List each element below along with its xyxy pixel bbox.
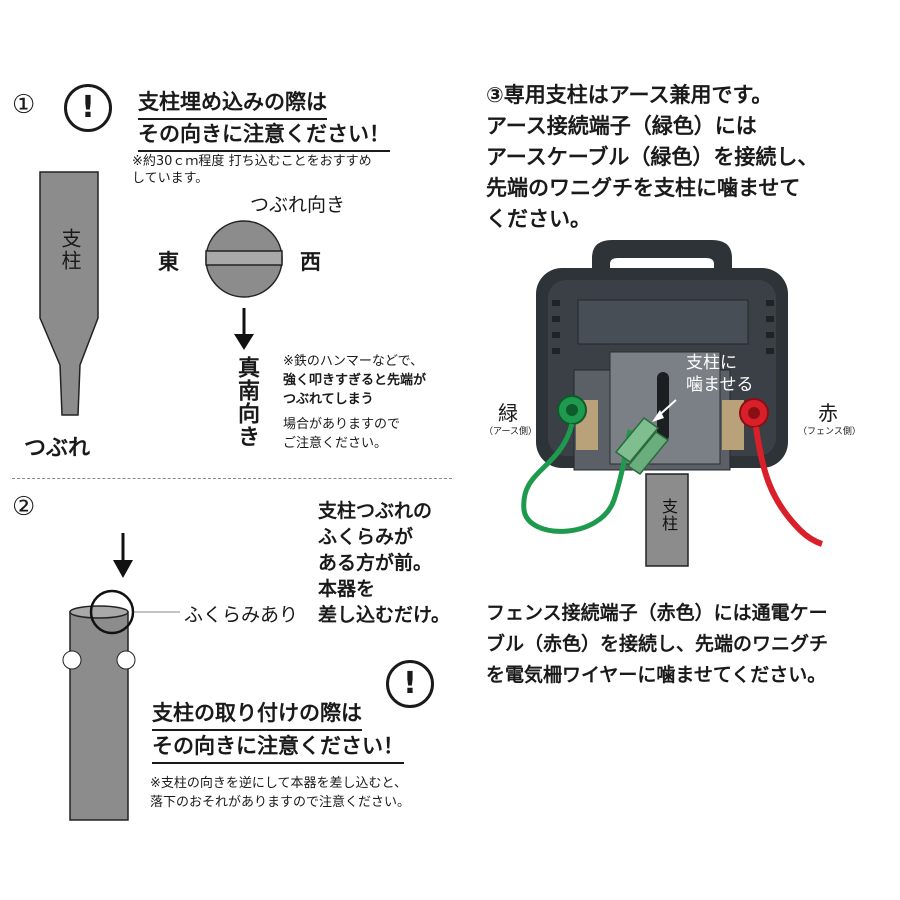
post-slot [657, 372, 669, 442]
section1-note-line2: しています。 [132, 171, 209, 186]
hammer-note-line1: ※鉄のハンマーなどで、 [283, 354, 424, 369]
device-post-label: 支柱 [659, 498, 678, 532]
bulge-highlight-circle [89, 589, 135, 635]
fence-line2: ブル（赤色）を接続し、先端のワニグチ [486, 633, 829, 655]
south-direction-label: 真南向き [234, 356, 259, 448]
fence-line3: を電気柵ワイヤーに噛ませてください。 [486, 664, 827, 686]
post-shape [39, 171, 99, 416]
clip-callout-line2: 噛ませる [686, 375, 754, 395]
post-hole-right [116, 650, 136, 670]
section1-heading-line1: 支柱埋め込みの際は [138, 86, 327, 120]
section1-note-line1: ※約30ｃｍ程度 打ち込むことをおすすめ [132, 154, 372, 169]
fence-terminal-core [748, 407, 760, 419]
west-label: 西 [300, 250, 321, 274]
clip-callout: 支柱に 噛ませる [686, 352, 754, 396]
front-line5: 差し込むだけ。 [318, 604, 451, 626]
earth-cable [521, 423, 633, 534]
warning-icon: ! [386, 660, 434, 708]
post-in-device [645, 473, 689, 567]
hammer-note-line5: ご注意ください。 [283, 436, 388, 451]
section2-note-line1: ※支柱の向きを逆にして本器を差し込むと、 [150, 776, 407, 791]
device-vents [552, 300, 774, 354]
south-arrow-head [234, 334, 254, 350]
post-label: 支柱 [58, 228, 82, 272]
front-line4: 本器を [318, 578, 376, 600]
front-line3: ある方が前。 [318, 552, 433, 574]
clip-pointer-head [652, 410, 664, 422]
section3-line3: アースケーブル（緑色）を接続し、 [486, 145, 819, 169]
post-top [69, 605, 129, 619]
red-label: 赤 [818, 401, 838, 425]
red-sublabel: （フェンス側） [798, 427, 861, 437]
east-label: 東 [158, 250, 179, 274]
bracket-side-right [722, 400, 744, 450]
device-top-plate [577, 299, 749, 345]
green-sublabel: （アース側） [484, 427, 538, 437]
alligator-clip [614, 416, 670, 476]
section3-line1: ③専用支柱はアース兼用です。 [486, 83, 773, 107]
section-divider [12, 478, 452, 479]
fence-line1: フェンス接続端子（赤色）には通電ケー [486, 602, 828, 624]
section2-heading-line1: 支柱の取り付けの際は [152, 697, 362, 731]
section3-instructions: ③専用支柱はアース兼用です。 アース接続端子（緑色）には アースケーブル（緑色）… [486, 80, 818, 235]
post-body [69, 611, 129, 821]
hammer-note-line2: 強く叩きすぎると先端が [283, 373, 427, 388]
front-line1: 支柱つぶれの [318, 500, 433, 522]
front-line2: ふくらみが [318, 526, 414, 548]
section3-line5: ください。 [486, 207, 591, 231]
crushed-tip-label: つぶれ [24, 436, 91, 461]
warning-icon: ! [64, 84, 112, 132]
hammer-note-line4: 場合がありますので [283, 417, 401, 432]
section2-heading-line2: その向きに注意ください！ [152, 730, 404, 764]
earth-terminal-core [566, 404, 578, 416]
insert-arrow-head [113, 560, 133, 578]
post-hole-left [62, 650, 82, 670]
device-handle [592, 240, 732, 290]
clip-callout-line1: 支柱に [686, 353, 737, 373]
section3-line4: 先端のワニグチを支柱に噛ませて [486, 176, 801, 200]
crush-direction-title: つぶれ向き [250, 194, 346, 216]
section2-note-line2: 落下のおそれがありますので注意ください。 [150, 795, 411, 810]
front-instruction: 支柱つぶれの ふくらみが ある方が前。 本器を 差し込むだけ。 [318, 498, 450, 628]
crush-slot [205, 250, 283, 266]
section3-line2: アース接続端子（緑色）には [486, 114, 757, 138]
fence-instructions: フェンス接続端子（赤色）には通電ケー ブル（赤色）を接続し、先端のワニグチ を電… [486, 598, 828, 691]
step-number-1: ① [12, 90, 36, 120]
section1-heading-line2: その向きに注意ください！ [138, 118, 390, 152]
step-number-2: ② [12, 492, 36, 522]
green-label: 緑 [498, 401, 518, 425]
hammer-note-line3: つぶれてしまう [283, 392, 374, 407]
bulge-label: ふくらみあり [184, 604, 299, 626]
fence-cable [753, 426, 824, 547]
